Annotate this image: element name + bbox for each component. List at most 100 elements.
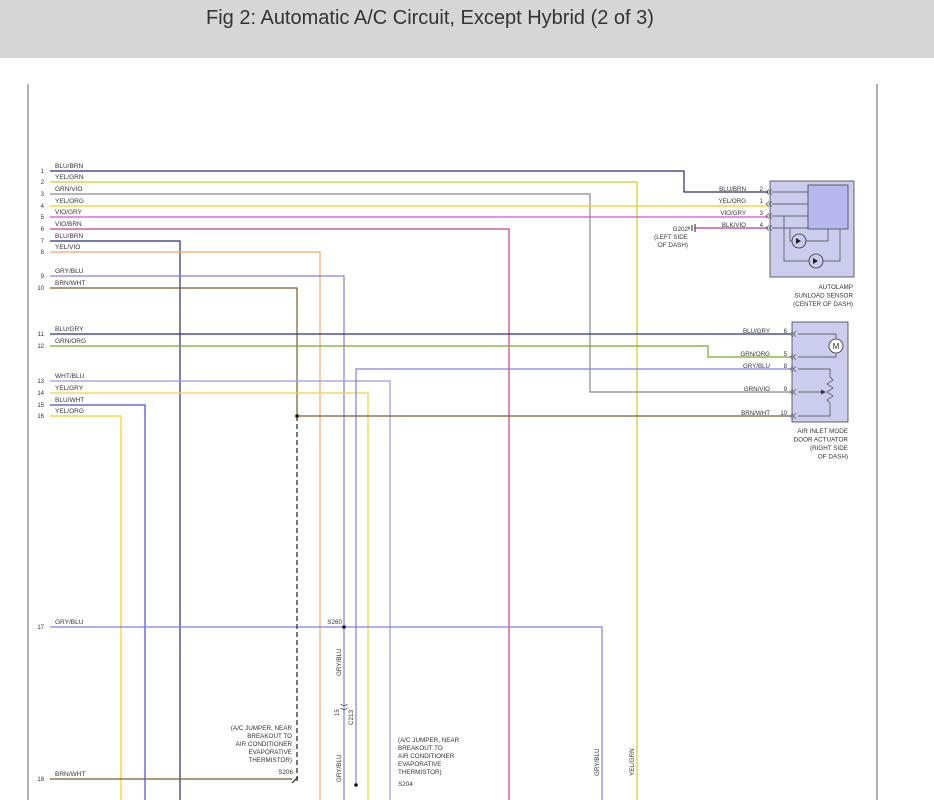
pin-wire-label-2: YEL/GRN	[55, 174, 84, 181]
wire-10	[50, 287, 298, 416]
pin-number-14: 14	[37, 391, 44, 397]
jumper-note-right-line: THERMISTOR)	[398, 769, 442, 776]
pin-number-4: 4	[41, 204, 45, 210]
wire-1	[50, 170, 768, 193]
connector-c213-pin: 15	[335, 709, 341, 716]
pin-wire-label-4: YEL/ORG	[55, 198, 84, 205]
potentiometer-arrow	[821, 389, 826, 395]
pin-number-7: 7	[41, 239, 45, 245]
motor-symbol: M	[833, 342, 840, 351]
actuator-label-line: (RIGHT SIDE	[810, 445, 848, 452]
actuator-connector-6	[789, 331, 794, 337]
autolamp-pin-2: 2	[760, 187, 764, 193]
autolamp-connector-4	[765, 225, 770, 231]
jumper-end-mark	[291, 776, 299, 784]
jumper-note-right-line: (A/C JUMPER, NEAR	[398, 737, 460, 744]
actuator-connector-9	[789, 389, 794, 395]
autolamp-label-line: (CENTER OF DASH)	[793, 301, 853, 308]
pin-wire-label-18: BRN/WHT	[55, 771, 85, 778]
wire-7	[50, 240, 181, 800]
actuator-pin-6: 6	[784, 329, 788, 335]
pin-number-9: 9	[41, 274, 45, 280]
autolamp-pin-3: 3	[760, 211, 764, 217]
pin-wire-label-8: YEL/VIO	[55, 244, 80, 251]
autolamp-wire-label-4: BLK/VIO	[722, 222, 746, 229]
pin-wire-label-5: VIO/GRY	[55, 209, 83, 216]
pin-number-10: 10	[37, 286, 44, 292]
autolamp-pin-1: 1	[760, 199, 764, 205]
pin-wire-label-10: BRN/WHT	[55, 280, 85, 287]
ground-label-line: OF DASH)	[658, 242, 688, 249]
actuator-pin-5: 5	[784, 352, 788, 358]
autolamp-connector-2	[765, 189, 770, 195]
actuator-connector-10	[789, 413, 794, 419]
actuator-wire-label-5: GRN/ORG	[740, 351, 770, 358]
autolamp-connector-3	[765, 213, 770, 219]
potentiometer-icon	[798, 368, 834, 417]
components	[295, 180, 855, 787]
actuator-connector-10	[792, 413, 797, 419]
pin-number-2: 2	[41, 180, 45, 186]
jumper-note-left-line: EVAPORATIVE	[248, 749, 292, 756]
actuator-connector-8	[789, 366, 794, 372]
actuator-connector-5	[792, 354, 797, 360]
autolamp-module	[807, 184, 849, 230]
actuator-connector-6	[792, 331, 797, 337]
actuator-connector-9	[792, 389, 797, 395]
actuator-internal	[798, 353, 837, 358]
pin-wire-label-14: YEL/GRY	[55, 385, 84, 392]
wire-12	[50, 345, 790, 358]
actuator-pin-10: 10	[780, 411, 787, 417]
pin-number-6: 6	[41, 227, 45, 233]
pin-wire-label-9: GRY/BLU	[55, 268, 84, 275]
pin-number-16: 16	[37, 414, 44, 420]
wire-6	[50, 228, 510, 800]
vertical-label-gry-blu: GRY/BLU	[336, 754, 343, 782]
pin-number-5: 5	[41, 215, 45, 221]
pin-wire-label-1: BLU/BRN	[55, 163, 83, 170]
autolamp-connector-2	[768, 189, 773, 195]
autolamp-connector-4	[768, 225, 773, 231]
pin-wire-label-16: YEL/ORG	[55, 408, 84, 415]
wire-8	[50, 251, 321, 800]
actuator-wire-label-9: GRN/VIO	[744, 386, 770, 393]
splice-s204-label: S204	[398, 781, 413, 788]
autolamp-label-line: SUNLOAD SENSOR	[794, 293, 853, 300]
vertical-label-yel-grn: YEL/GRN	[629, 748, 636, 776]
jumper-note-right-line: AIR CONDITIONER	[398, 753, 455, 760]
pin-number-17: 17	[37, 625, 44, 631]
pin-wire-label-13: WHT/BLU	[55, 373, 85, 380]
wire-13	[50, 380, 391, 800]
s204-dot	[354, 783, 358, 787]
pin-wire-label-11: BLU/GRY	[55, 326, 84, 333]
wire-16	[50, 415, 122, 800]
wire-9	[50, 275, 345, 800]
s-10-dot	[295, 414, 299, 418]
jumper-note-left-line: BREAKOUT TO	[247, 733, 292, 740]
pin-number-18: 18	[37, 777, 44, 783]
ground-label-line: (LEFT SIDE	[654, 234, 688, 241]
pin-wire-label-17: GRY/BLU	[55, 619, 84, 626]
figure-title: Fig 2: Automatic A/C Circuit, Except Hyb…	[206, 7, 654, 29]
actuator-pin-9: 9	[784, 387, 788, 393]
wire-15	[50, 404, 146, 800]
splice-s260-label: S260	[327, 619, 342, 626]
pin-wire-label-6: VIO/BRN	[55, 221, 82, 228]
autolamp-wire-label-3: VIO/GRY	[720, 210, 746, 217]
photodiode-2-icon	[813, 258, 818, 264]
ground-id: G202	[673, 226, 689, 233]
actuator-connector-5	[789, 354, 794, 360]
autolamp-internal-wire	[789, 228, 792, 242]
autolamp-internal-wire	[783, 216, 809, 262]
splice-s206-label: S206	[278, 769, 293, 776]
wire-act-8	[355, 368, 790, 785]
vertical-label-gry-blu: GRY/BLU	[594, 748, 601, 776]
autolamp-wire-label-2: BLU/BRN	[719, 186, 746, 193]
pin-number-1: 1	[41, 169, 45, 175]
actuator-wire-label-8: GRY/BLU	[743, 363, 770, 370]
actuator-wire-label-10: BRN/WHT	[741, 410, 770, 417]
wire-17	[50, 626, 603, 800]
autolamp-internal-wire	[806, 229, 829, 242]
pin-number-11: 11	[38, 332, 45, 338]
